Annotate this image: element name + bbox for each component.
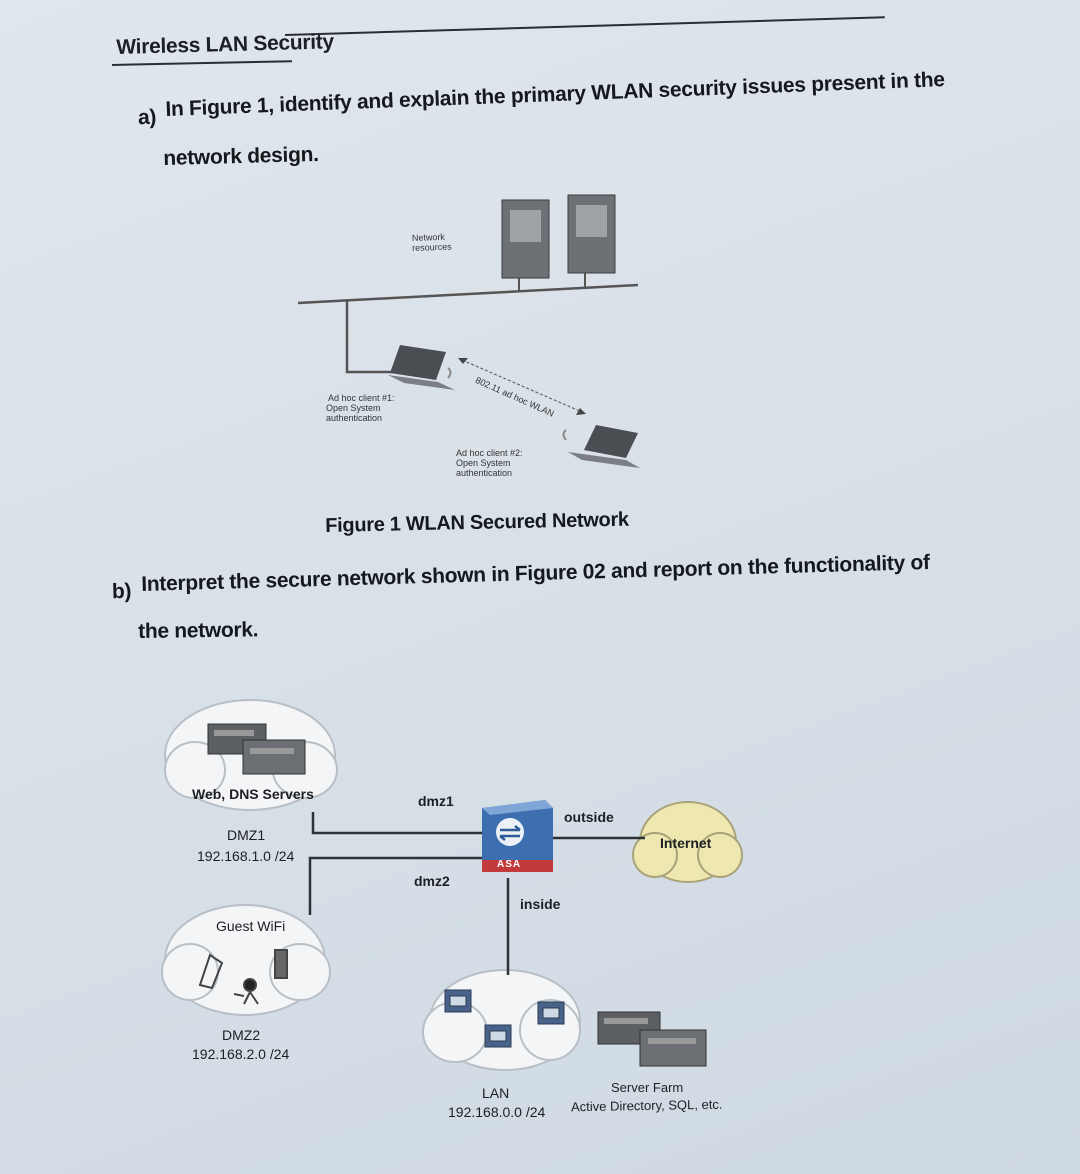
question-b-line1: Interpret the secure network shown in Fi… <box>141 550 931 596</box>
lan-label: LAN <box>482 1085 510 1101</box>
dmz1-zone-label: DMZ1 <box>227 827 266 843</box>
dmz2-zone-label: DMZ2 <box>222 1027 261 1043</box>
web-dns-server-rack <box>207 723 306 775</box>
laptop-client-2 <box>568 425 640 468</box>
client1-line1: Ad hoc client #1: <box>328 393 395 403</box>
client1-line3: authentication <box>326 413 383 423</box>
web-dns-servers-label: Web, DNS Servers <box>192 786 314 802</box>
inside-interface-label: inside <box>520 896 561 912</box>
figure-1-caption: Figure 1 WLAN Secured Network <box>325 508 629 537</box>
server-tower-2 <box>567 194 616 287</box>
dmz2-interface-label: dmz2 <box>414 873 450 889</box>
title-underline <box>112 60 293 66</box>
question-b-line2: the network. <box>138 618 259 643</box>
lan-pcs <box>444 989 565 1048</box>
client2-line2: Open System <box>456 458 511 468</box>
section-title: Wireless LAN Security <box>116 30 335 59</box>
asa-label: ASA <box>497 859 522 870</box>
top-rule <box>285 16 885 36</box>
server-farm-rack <box>597 1011 707 1067</box>
question-a-line2: network design. <box>163 142 319 170</box>
guest-wifi-label: Guest WiFi <box>216 918 286 934</box>
client1-line2: Open System <box>326 403 381 413</box>
lan-cloud <box>422 969 581 1071</box>
network-resources-label: Network resources <box>411 231 452 253</box>
internet-label: Internet <box>660 835 712 851</box>
server-farm-desc: Active Directory, SQL, etc. <box>570 1096 723 1115</box>
lan-subnet-label: 192.168.0.0 /24 <box>448 1104 546 1120</box>
dmz2-subnet-label: 192.168.2.0 /24 <box>192 1046 290 1062</box>
client2-line1: Ad hoc client #2: <box>456 448 523 458</box>
laptop-client-1 <box>388 345 455 390</box>
client2-line3: authentication <box>456 468 513 478</box>
server-tower-1 <box>501 199 550 292</box>
question-a-line1: In Figure 1, identify and explain the pr… <box>165 68 946 121</box>
question-b-marker: b) <box>111 579 132 604</box>
dmz1-subnet-label: 192.168.1.0 /24 <box>197 848 295 864</box>
question-a-marker: a) <box>137 105 157 130</box>
server-farm-label: Server Farm <box>611 1080 684 1095</box>
wlan-link-label: 802.11 ad hoc WLAN <box>473 375 556 419</box>
dmz1-interface-label: dmz1 <box>418 793 454 809</box>
guest-wifi-devices <box>198 949 288 1005</box>
outside-interface-label: outside <box>564 809 614 825</box>
